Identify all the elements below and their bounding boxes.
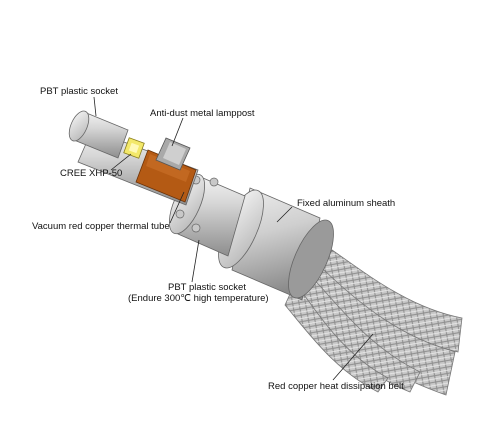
leader-pbt-top bbox=[93, 96, 97, 117]
label-pbt-socket-top: PBT plastic socket bbox=[40, 86, 118, 97]
cree-led-chip bbox=[123, 137, 145, 159]
pbt-socket-top bbox=[68, 110, 129, 159]
label-cree-chip: CREE XHP-50 bbox=[60, 168, 123, 179]
label-heat-belt: Red copper heat dissipation belt bbox=[268, 381, 404, 392]
label-aluminum-sheath: Fixed aluminum sheath bbox=[297, 198, 396, 209]
leader-lamppost bbox=[171, 117, 184, 147]
anti-dust-lamppost bbox=[155, 137, 191, 171]
leader-vacuum-tube bbox=[169, 191, 185, 224]
label-pbt-socket-bottom-line2: (Endure 300℃ high temperature) bbox=[128, 293, 269, 304]
label-pbt-socket-bottom-line1: PBT plastic socket bbox=[168, 282, 246, 293]
leader-cree bbox=[110, 153, 132, 171]
label-anti-dust-lamppost: Anti-dust metal lamppost bbox=[150, 108, 255, 119]
heat-dissipation-belt bbox=[284, 249, 463, 396]
leader-lines bbox=[93, 96, 374, 381]
leader-sheath bbox=[276, 206, 293, 223]
leader-pbt-bottom bbox=[191, 239, 200, 283]
aluminum-sheath bbox=[218, 187, 334, 301]
leader-heat-belt bbox=[332, 333, 374, 381]
label-vacuum-tube: Vacuum red copper thermal tube bbox=[32, 221, 170, 232]
